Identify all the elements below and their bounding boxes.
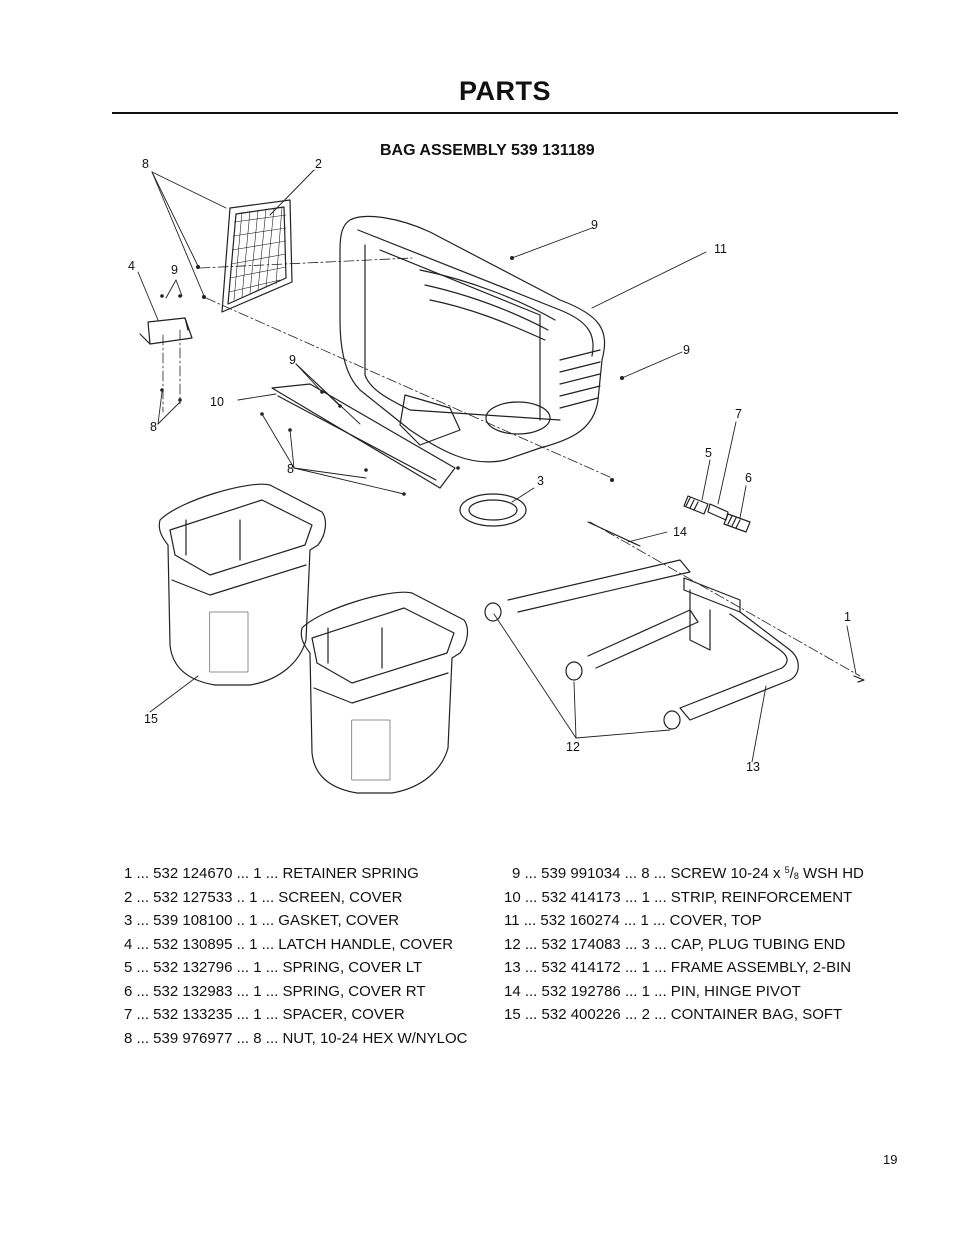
callout-9: 9 — [171, 263, 178, 277]
screen-cover-drawing — [221, 199, 293, 313]
callout-9: 9 — [591, 218, 598, 232]
part-row: 15 ... 532 400226 ... 2 ... CONTAINER BA… — [504, 1006, 843, 1023]
fraction: 5/8 — [784, 865, 799, 882]
part-row-text: 9 ... 539 991034 ... 8 ... SCREW 10-24 x — [512, 865, 785, 882]
callout-14: 14 — [673, 525, 687, 539]
fraction-denominator: 8 — [793, 871, 799, 881]
callout-leaders — [137, 169, 857, 763]
parts-list-left: 1 ... 532 124670 ... 1 ... RETAINER SPRI… — [124, 862, 468, 1050]
container-bag-left-drawing — [158, 483, 327, 686]
callout-8: 8 — [142, 157, 149, 171]
part-row: 8 ... 539 976977 ... 8 ... NUT, 10-24 HE… — [124, 1029, 468, 1047]
springs-spacer-drawing — [683, 495, 751, 533]
fraction-numerator: 5 — [784, 865, 790, 875]
callout-12: 12 — [566, 740, 580, 754]
part-row: 10 ... 532 414173 ... 1 ... STRIP, REINF… — [504, 888, 853, 906]
part-row: 4 ... 532 130895 .. 1 ... LATCH HANDLE, … — [124, 935, 454, 953]
part-row: 13 ... 532 414172 ... 1 ... FRAME ASSEMB… — [504, 959, 852, 976]
container-bag-right-drawing — [300, 591, 469, 794]
assembly-title: BAG ASSEMBLY 539 131189 — [380, 142, 595, 159]
callout-8: 8 — [287, 462, 294, 476]
frame-assembly-drawing — [507, 559, 799, 721]
callout-3: 3 — [537, 474, 544, 488]
callout-15: 15 — [144, 712, 158, 726]
part-row: 5 ... 532 132796 ... 1 ... SPRING, COVER… — [124, 959, 423, 976]
callout-13: 13 — [746, 760, 760, 774]
callout-9: 9 — [289, 353, 296, 367]
part-row: 14 ... 532 192786 ... 1 ... PIN, HINGE P… — [504, 982, 801, 1000]
fastener-dots — [160, 256, 624, 496]
callout-10: 10 — [210, 395, 224, 409]
title-rule — [112, 112, 898, 114]
callout-numbers: 8 2 4 9 9 11 9 9 10 8 8 7 5 6 3 14 1 15 … — [128, 157, 851, 774]
part-row: 11 ... 532 160274 ... 1 ... COVER, TOP — [504, 912, 762, 929]
callout-4: 4 — [128, 259, 135, 273]
exploded-parts-diagram: 8 2 4 9 9 11 9 9 10 8 8 7 5 6 3 14 1 15 … — [128, 157, 865, 794]
assembly-centerlines — [162, 257, 861, 677]
callout-9: 9 — [683, 343, 690, 357]
reinforcement-strip-drawing — [271, 383, 456, 489]
page-title: PARTS — [458, 76, 551, 106]
callout-6: 6 — [745, 471, 752, 485]
part-row-suffix: WSH HD — [798, 865, 864, 882]
parts-list-right: 9 ... 539 991034 ... 8 ... SCREW 10-24 x… — [504, 862, 864, 1027]
part-row: 1 ... 532 124670 ... 1 ... RETAINER SPRI… — [124, 865, 419, 882]
callout-2: 2 — [315, 157, 322, 171]
part-row: 6 ... 532 132983 ... 1 ... SPRING, COVER… — [124, 982, 426, 1000]
part-row: 7 ... 532 133235 ... 1 ... SPACER, COVER — [124, 1006, 405, 1023]
part-row: 2 ... 532 127533 .. 1 ... SCREEN, COVER — [124, 888, 403, 906]
callout-7: 7 — [735, 407, 742, 421]
callout-1: 1 — [844, 610, 851, 624]
gasket-drawing — [459, 493, 527, 527]
callout-5: 5 — [705, 446, 712, 460]
callout-8: 8 — [150, 420, 157, 434]
callout-11: 11 — [714, 242, 727, 256]
latch-handle-drawing — [139, 317, 193, 345]
retainer-spring-drawing — [853, 675, 865, 683]
part-row: 9 ... 539 991034 ... 8 ... SCREW 10-24 x… — [504, 862, 864, 886]
end-caps-drawing — [484, 602, 681, 730]
top-cover-drawing — [339, 215, 606, 463]
part-row: 12 ... 532 174083 ... 3 ... CAP, PLUG TU… — [504, 935, 846, 953]
page-number: 19 — [883, 1152, 898, 1167]
part-row: 3 ... 539 108100 .. 1 ... GASKET, COVER — [124, 912, 400, 929]
